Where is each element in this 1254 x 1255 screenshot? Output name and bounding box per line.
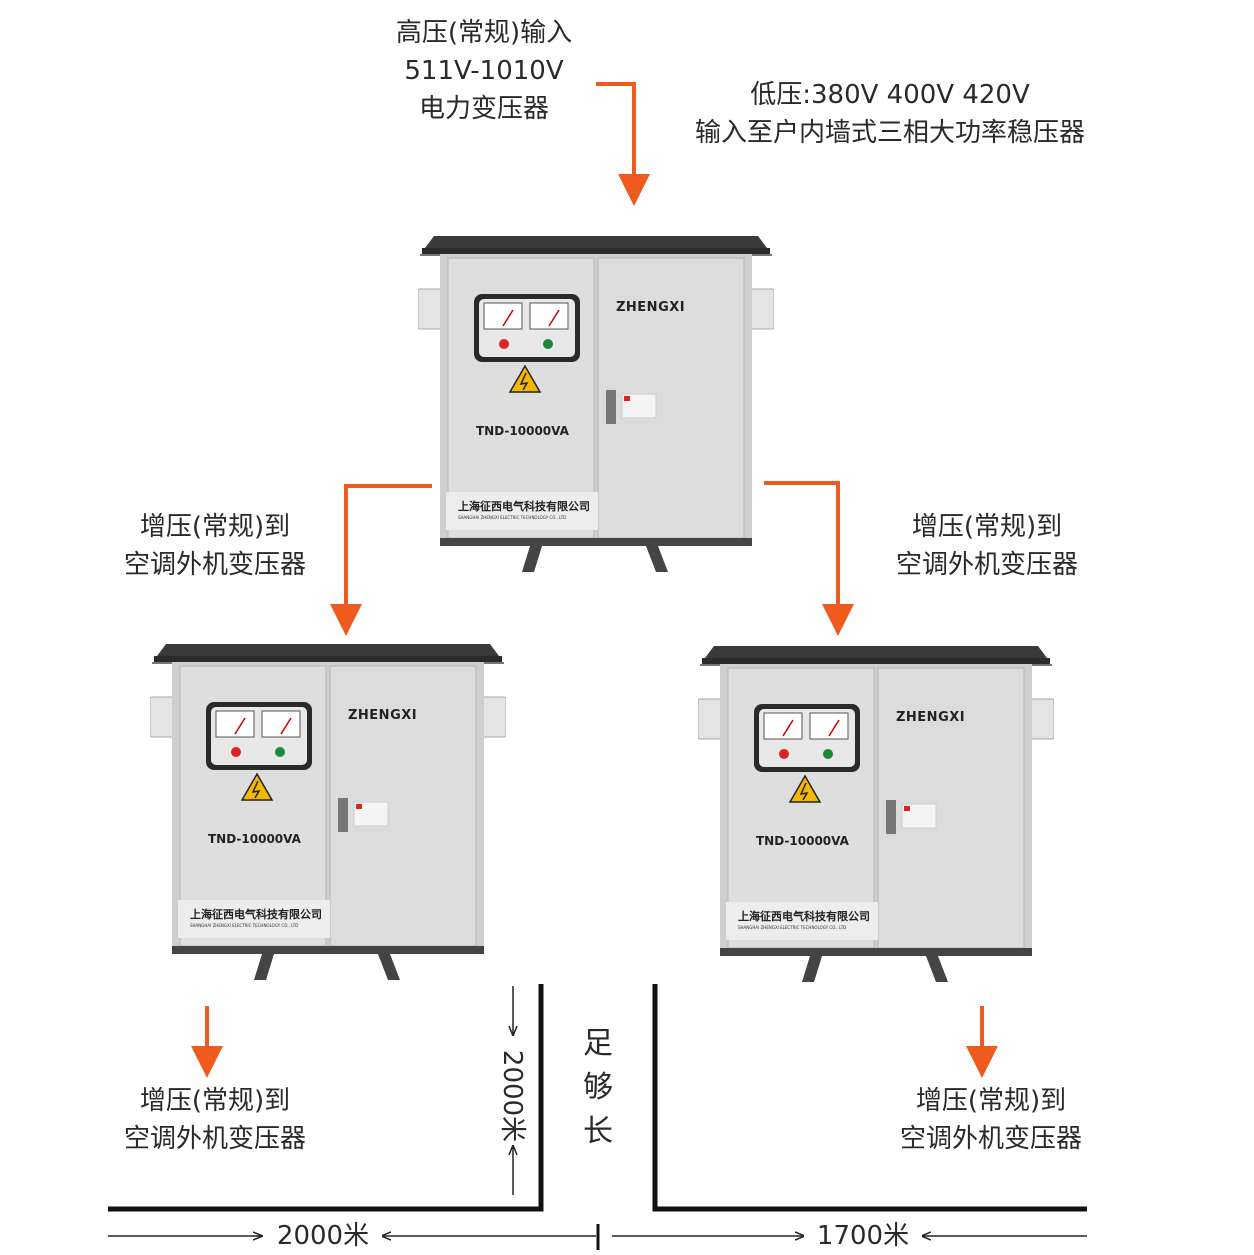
mid-right-label: 增压(常规)到 空调外机变压器 xyxy=(895,512,1078,580)
model-label: TND-10000VA xyxy=(756,834,849,848)
cabinet-graphic xyxy=(698,646,1054,982)
cabinet-top: ZHENGXI TND-10000VA 上海征西电气科技有限公司 SHANGHA… xyxy=(418,234,774,574)
company-name-en: SHANGHAI ZHENGXI ELECTRIC TECHNOLOGY CO.… xyxy=(738,925,847,930)
cabinet-right: ZHENGXI TND-10000VA 上海征西电气科技有限公司 SHANGHA… xyxy=(698,644,1054,984)
cabinet-graphic xyxy=(418,236,774,572)
brand-logo: ZHENGXI xyxy=(616,300,686,315)
bottom-left-label: 增压(常规)到 空调外机变压器 xyxy=(123,1086,306,1154)
bottom-right-label: 增压(常规)到 空调外机变压器 xyxy=(899,1086,1082,1154)
brand-logo: ZHENGXI xyxy=(348,708,418,723)
horizontal-right-distance: 1700米 xyxy=(804,1217,922,1255)
mid-left-label: 增压(常规)到 空调外机变压器 xyxy=(123,512,306,580)
left-l-line xyxy=(108,984,544,1212)
company-name: 上海征西电气科技有限公司 xyxy=(738,910,870,923)
company-name: 上海征西电气科技有限公司 xyxy=(190,908,322,921)
model-label: TND-10000VA xyxy=(476,424,569,438)
cabinet-left: ZHENGXI TND-10000VA 上海征西电气科技有限公司 SHANGHA… xyxy=(150,642,506,982)
company-name-en: SHANGHAI ZHENGXI ELECTRIC TECHNOLOGY CO.… xyxy=(458,515,567,520)
vertical-distance-label: 2000米 xyxy=(497,1049,527,1143)
input-arrow xyxy=(596,82,650,206)
model-label: TND-10000VA xyxy=(208,832,301,846)
company-name-en: SHANGHAI ZHENGXI ELECTRIC TECHNOLOGY CO.… xyxy=(190,923,299,928)
horizontal-left-distance: 2000米 xyxy=(264,1217,382,1255)
top-input-label: 高压(常规)输入 511V-1010V 电力变压器 xyxy=(395,18,573,124)
branch-right-arrow xyxy=(764,481,854,636)
brand-logo: ZHENGXI xyxy=(896,710,966,725)
branch-left-arrow xyxy=(330,484,432,636)
enough-length-label: 足 够 长 xyxy=(583,1026,613,1149)
company-name: 上海征西电气科技有限公司 xyxy=(458,500,590,513)
right-l-line xyxy=(652,984,1087,1212)
cabinet-graphic xyxy=(150,644,506,980)
low-voltage-label: 低压:380V 400V 420V 输入至户内墙式三相大功率稳压器 xyxy=(694,80,1085,148)
